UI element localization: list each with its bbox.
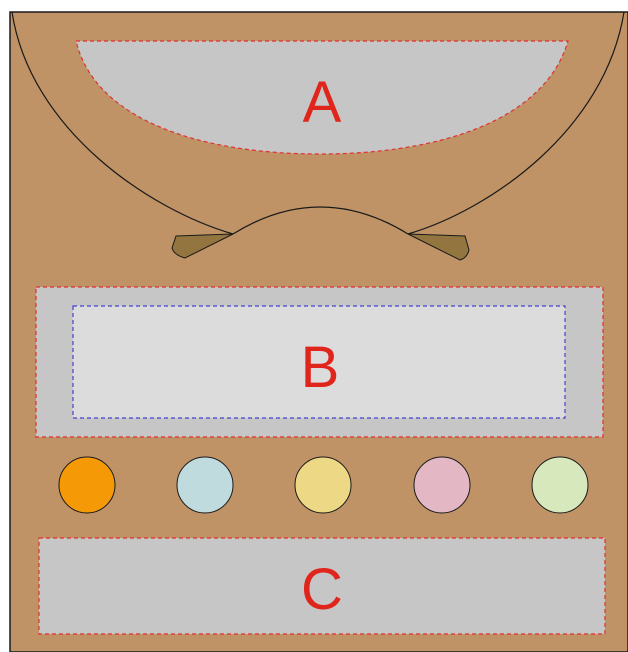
swatch-pink bbox=[414, 457, 470, 513]
zone-c-label: C bbox=[301, 557, 343, 622]
zone-b-label: B bbox=[301, 335, 340, 400]
swatch-yellow bbox=[295, 457, 351, 513]
swatch-light-green bbox=[532, 457, 588, 513]
swatch-light-blue bbox=[177, 457, 233, 513]
zone-a-label: A bbox=[303, 70, 342, 135]
swatch-orange bbox=[59, 457, 115, 513]
